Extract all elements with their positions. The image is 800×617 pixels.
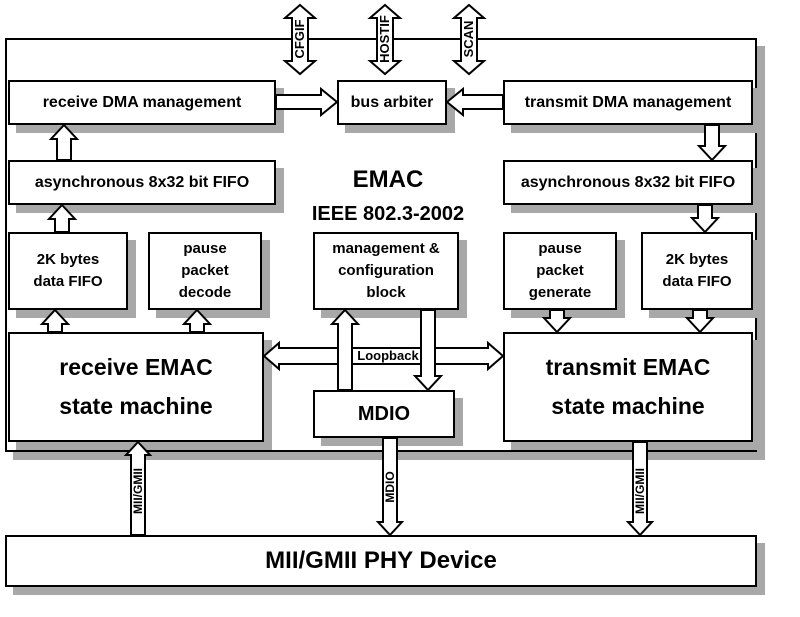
label-mii-gmii-right: MII/GMII xyxy=(633,468,647,514)
block-receive-dma-management: receive DMA management xyxy=(8,80,276,125)
block-mdio: MDIO xyxy=(313,390,455,438)
block-label: MDIO xyxy=(357,402,411,425)
block-bus-arbiter: bus arbiter xyxy=(337,80,447,125)
block-transmit-emac-state-machine: transmit EMAC state machine xyxy=(503,332,753,442)
block-label: generate xyxy=(528,283,592,301)
block-label: configuration xyxy=(338,262,434,280)
label-mdio-bus: MDIO xyxy=(383,471,397,503)
block-label: state machine xyxy=(551,393,705,419)
block-label: transmit EMAC xyxy=(545,353,711,380)
block-label: state machine xyxy=(59,393,213,419)
block-label: asynchronous 8x32 bit FIFO xyxy=(520,173,736,191)
label-hostif: HOSTIF xyxy=(377,15,392,63)
block-phy-device: MII/GMII PHY Device xyxy=(5,535,757,587)
block-pause-packet-generate: pause packet generate xyxy=(503,232,617,310)
label-loopback: Loopback xyxy=(357,348,419,363)
block-rx-async-fifo: asynchronous 8x32 bit FIFO xyxy=(8,160,276,205)
emac-title: EMAC IEEE 802.3-2002 xyxy=(288,166,488,226)
block-label: receive DMA management xyxy=(42,93,242,111)
block-label: receive EMAC xyxy=(59,353,213,380)
block-label: management & xyxy=(332,240,440,258)
block-management-configuration: management & configuration block xyxy=(313,232,459,310)
block-receive-emac-state-machine: receive EMAC state machine xyxy=(8,332,264,442)
block-rx-data-fifo: 2K bytes data FIFO xyxy=(8,232,128,310)
block-label: data FIFO xyxy=(33,273,103,290)
block-label: data FIFO xyxy=(662,273,732,290)
block-label: asynchronous 8x32 bit FIFO xyxy=(34,173,250,191)
block-transmit-dma-management: transmit DMA management xyxy=(503,80,753,125)
block-label: packet xyxy=(536,262,584,280)
emac-title-line1: EMAC xyxy=(352,166,424,193)
block-label: 2K bytes xyxy=(665,251,729,269)
block-label: pause xyxy=(183,240,227,258)
block-label: pause xyxy=(538,240,582,258)
block-tx-data-fifo: 2K bytes data FIFO xyxy=(641,232,753,310)
block-label: bus arbiter xyxy=(350,93,434,111)
label-scan: SCAN xyxy=(461,20,476,58)
block-label: block xyxy=(366,283,406,301)
block-label: transmit DMA management xyxy=(524,93,732,111)
block-pause-packet-decode: pause packet decode xyxy=(148,232,262,310)
block-label: 2K bytes xyxy=(36,251,100,269)
block-label: decode xyxy=(178,283,232,301)
block-label: packet xyxy=(181,262,229,280)
label-cfgif: CFGIF xyxy=(292,19,307,59)
block-tx-async-fifo: asynchronous 8x32 bit FIFO xyxy=(503,160,753,205)
block-label: MII/GMII PHY Device xyxy=(265,546,497,574)
emac-title-line2: IEEE 802.3-2002 xyxy=(311,203,465,225)
label-mii-gmii-left: MII/GMII xyxy=(131,468,145,514)
